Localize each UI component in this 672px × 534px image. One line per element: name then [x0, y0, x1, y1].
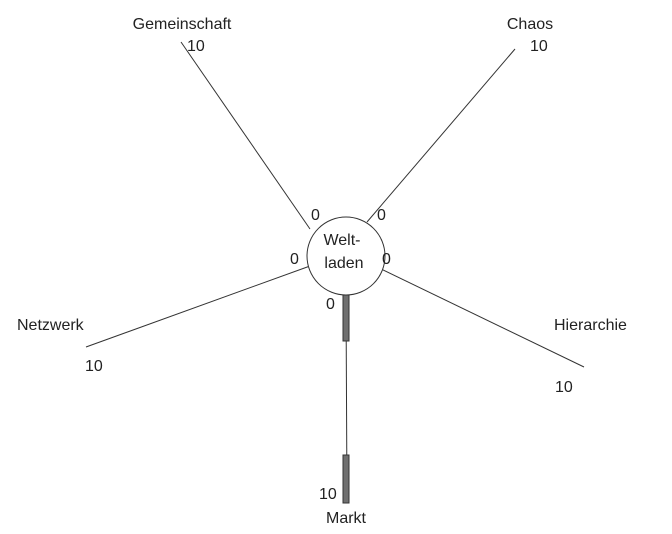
axis-min-chaos: 0 [377, 207, 386, 224]
axis-name-netzwerk: Netzwerk [17, 317, 85, 334]
axis-name-hierarchie: Hierarchie [554, 317, 627, 334]
axis-min-hierarchie: 0 [382, 251, 391, 268]
axis-min-netzwerk: 0 [290, 251, 299, 268]
axis-max-gemeinschaft: 10 [187, 38, 205, 55]
axis-name-chaos: Chaos [507, 16, 553, 33]
axis-max-chaos: 10 [530, 38, 548, 55]
axis-name-gemeinschaft: Gemeinschaft [133, 16, 232, 33]
axis-max-netzwerk: 10 [85, 358, 103, 375]
markt-bar-near-end [342, 454, 350, 504]
axis-min-markt: 0 [326, 296, 335, 313]
axis-line-netzwerk [85, 265, 311, 348]
center-label-line2: laden [324, 255, 363, 272]
axis-max-hierarchie: 10 [555, 379, 573, 396]
axis-line-chaos [366, 48, 516, 223]
center-label-line1: Welt- [323, 232, 360, 249]
axis-min-gemeinschaft: 0 [311, 207, 320, 224]
axis-line-gemeinschaft [180, 41, 311, 230]
center-circle [306, 216, 386, 296]
axis-name-markt: Markt [326, 510, 367, 527]
axis-line-hierarchie [380, 268, 585, 368]
markt-bar-near-center [342, 294, 350, 342]
axis-max-markt: 10 [319, 486, 337, 503]
